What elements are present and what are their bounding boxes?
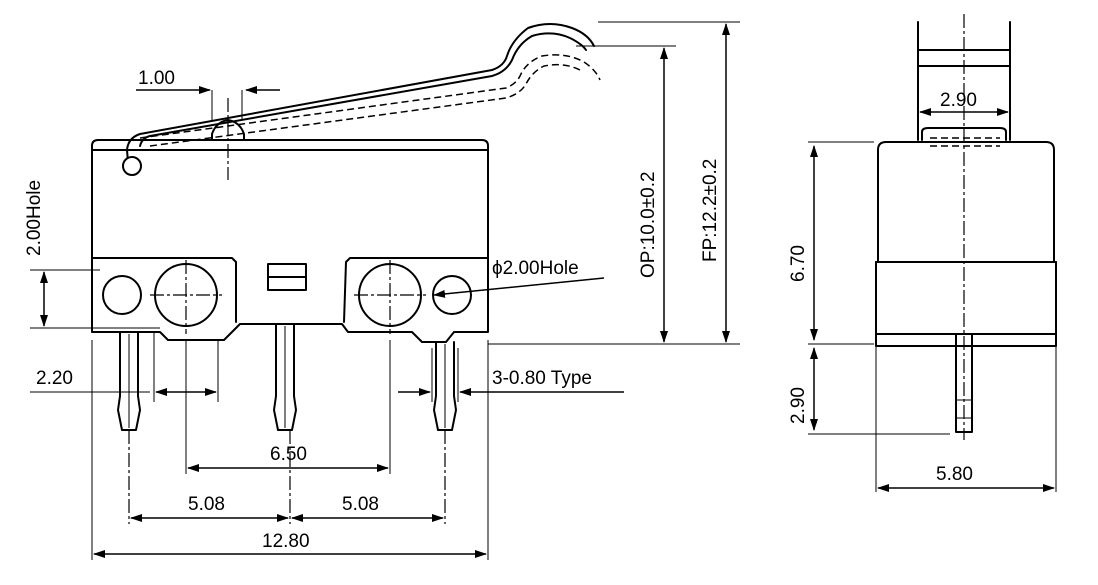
mounting-hole-left-small	[102, 275, 142, 315]
dim-operating-position: OP:10.0±0.2	[638, 171, 659, 278]
dim-hole-spacing: 6.50	[270, 444, 307, 465]
indicator-window	[267, 263, 307, 291]
dim-pitch-right: 5.08	[342, 494, 379, 515]
dim-pin-hole: ϕ2.00Hole	[492, 258, 579, 279]
lever-pivot-hole	[122, 156, 142, 176]
terminal-left	[117, 331, 141, 431]
dim-body-height: 6.70	[788, 245, 809, 282]
switch-body	[91, 139, 489, 343]
dim-body-length: 12.80	[262, 531, 310, 552]
dim-free-position: FP:12.2±0.2	[700, 159, 721, 262]
terminal-middle	[273, 323, 297, 431]
front-view	[30, 21, 740, 560]
actuator-plunger	[211, 119, 245, 141]
front-dimensions: 1.00 2.00Hole ϕ2.00Hole OP:10.0±0.2 FP:1…	[24, 23, 730, 558]
side-view	[808, 14, 1057, 492]
mounting-hole-right-small	[432, 275, 472, 315]
dim-terminal-offset: 2.20	[36, 368, 73, 389]
lever-free-position	[126, 23, 595, 163]
dim-pitch-left: 5.08	[188, 494, 225, 515]
side-body	[875, 141, 1057, 347]
side-dimensions: 2.90 6.70 2.90 5.80	[788, 90, 1055, 492]
dim-actuator-width: 2.90	[940, 90, 977, 111]
dim-lever-thickness: 1.00	[138, 68, 175, 89]
dim-body-width: 5.80	[936, 464, 973, 485]
terminal-right	[433, 341, 457, 431]
lever-operating-position	[139, 54, 601, 147]
dim-terminal-width-note: 3-0.80 Type	[492, 368, 592, 389]
dim-mount-hole: 2.00Hole	[24, 180, 45, 256]
dim-terminal-length: 2.90	[788, 387, 809, 424]
